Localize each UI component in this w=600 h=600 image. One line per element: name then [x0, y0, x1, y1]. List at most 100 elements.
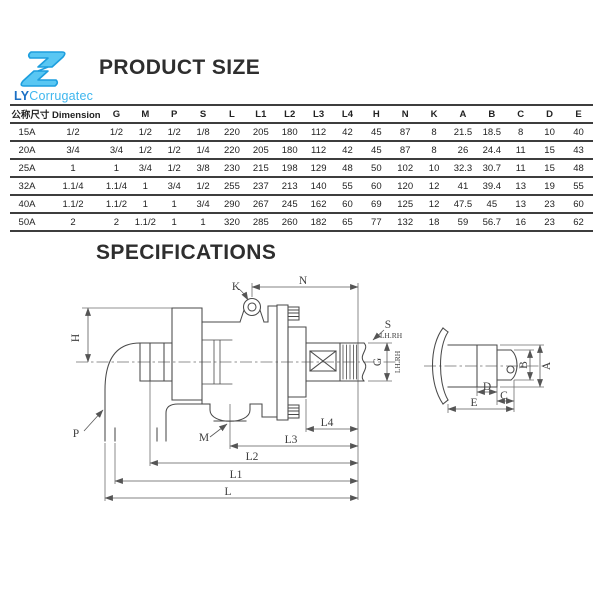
table-cell: 23	[544, 216, 555, 228]
dimension-labels: H K N P M L4 L3 L2 L1 L S LH.RH G LH.RH …	[70, 275, 553, 498]
table-cell: 213	[281, 180, 298, 192]
table-cell: 125	[397, 198, 414, 210]
table-cell: 1/2	[109, 126, 124, 138]
table-cell: 59	[457, 216, 469, 228]
table-cell: 180	[281, 144, 298, 156]
table-cell: 13	[515, 180, 526, 192]
table-cell: 45	[371, 144, 382, 156]
product-size-heading: PRODUCT SIZE	[99, 56, 261, 79]
table-cell: 41	[457, 180, 469, 192]
flange	[276, 304, 289, 421]
col-header-dimension: 公称尺寸 Dimension	[11, 110, 101, 121]
col-header-h: H	[372, 108, 380, 120]
table-cell: 40A	[18, 198, 36, 210]
label-k: K	[232, 281, 241, 293]
table-cell: 1.1/2	[62, 198, 84, 210]
col-header-m: M	[141, 108, 150, 120]
col-header-p: P	[171, 108, 178, 120]
table-cell: 230	[224, 162, 240, 174]
table-cell: 60	[371, 180, 382, 192]
table-cell: 23	[544, 198, 555, 210]
table-cell: 162	[310, 198, 327, 210]
table-cell: 285	[252, 216, 269, 228]
table-cell: 45	[371, 126, 382, 138]
table-cell: 3/8	[196, 162, 210, 174]
col-header-k: K	[430, 108, 438, 120]
table-cell: 15	[544, 144, 555, 156]
label-l4: L4	[321, 417, 334, 429]
dimension-lines	[83, 284, 543, 501]
col-header-e: E	[575, 108, 582, 120]
table-cell: 19	[544, 180, 555, 192]
bonnet	[171, 307, 203, 401]
table-cell: 1	[200, 216, 206, 228]
col-header-d: D	[546, 108, 554, 120]
cup-washer	[431, 327, 444, 405]
table-cell: 55	[342, 180, 353, 192]
table-cell: 16	[515, 216, 526, 228]
table-cell: 8	[431, 144, 437, 156]
label-l2: L2	[246, 451, 259, 463]
table-cell: 47.5	[453, 198, 473, 210]
col-header-l: L	[229, 108, 235, 120]
table-cell: 220	[224, 144, 240, 156]
specifications-drawing: H K N P M L4 L3 L2 L1 L S LH.RH G LH.RH …	[70, 275, 553, 501]
label-b: B	[518, 361, 530, 369]
label-s: S	[385, 319, 391, 331]
col-header-l1: L1	[255, 108, 267, 120]
table-cell: 198	[281, 162, 298, 174]
table-cell: 18.5	[482, 126, 502, 138]
rotary-joint-outline	[104, 297, 367, 442]
label-lhrh-top: LH.RH	[380, 331, 403, 340]
table-cell: 2	[113, 216, 120, 228]
table-cell: 69	[371, 198, 382, 210]
table-cell: 129	[310, 162, 327, 174]
table-cell: 45	[486, 198, 498, 210]
table-cell: 1/2	[66, 126, 80, 138]
table-cell: 10	[544, 126, 555, 138]
label-m: M	[199, 432, 209, 444]
table-cell: 42	[342, 144, 353, 156]
table-cell: 56.7	[482, 216, 502, 228]
lifting-eye-ring	[242, 297, 262, 317]
table-cell: 1	[142, 198, 148, 210]
col-header-s: S	[199, 108, 207, 120]
table-cell: 32A	[18, 180, 36, 192]
label-h: H	[70, 334, 82, 342]
table-cell: 1.1/2	[105, 198, 128, 210]
shaft-hub	[287, 326, 307, 398]
col-header-b: B	[488, 108, 496, 120]
flange-bolt-bottom	[287, 404, 300, 419]
table-cell: 39.4	[482, 180, 502, 192]
table-cell: 3/4	[167, 180, 181, 192]
table-cell: 1.1/4	[62, 180, 84, 192]
label-p: P	[73, 428, 79, 440]
table-cell: 8	[431, 126, 437, 138]
label-a: A	[541, 361, 553, 370]
shaft-break-symbol	[361, 342, 367, 382]
table-cell: 11	[515, 144, 526, 156]
table-cell: 12	[428, 180, 440, 192]
table-cell: 102	[397, 162, 414, 174]
table-cell: 21.5	[453, 126, 473, 138]
col-header-l3: L3	[313, 108, 325, 120]
table-cell: 1.1/2	[134, 216, 156, 228]
table-cell: 12	[428, 198, 440, 210]
logo-brand: LY	[14, 89, 30, 103]
table-cell: 1/2	[138, 144, 152, 156]
table-cell: 132	[397, 216, 414, 228]
table-cell: 320	[224, 216, 240, 228]
col-header-l2: L2	[284, 108, 296, 120]
table-cell: 112	[311, 144, 327, 156]
table-cell: 1/2	[167, 126, 181, 138]
table-cell: 18	[428, 216, 440, 228]
col-header-a: A	[459, 108, 467, 120]
table-cell: 50A	[18, 216, 36, 228]
table-cell: 260	[281, 216, 298, 228]
table-cell: 42	[342, 126, 353, 138]
table-cell: 1/2	[167, 144, 181, 156]
